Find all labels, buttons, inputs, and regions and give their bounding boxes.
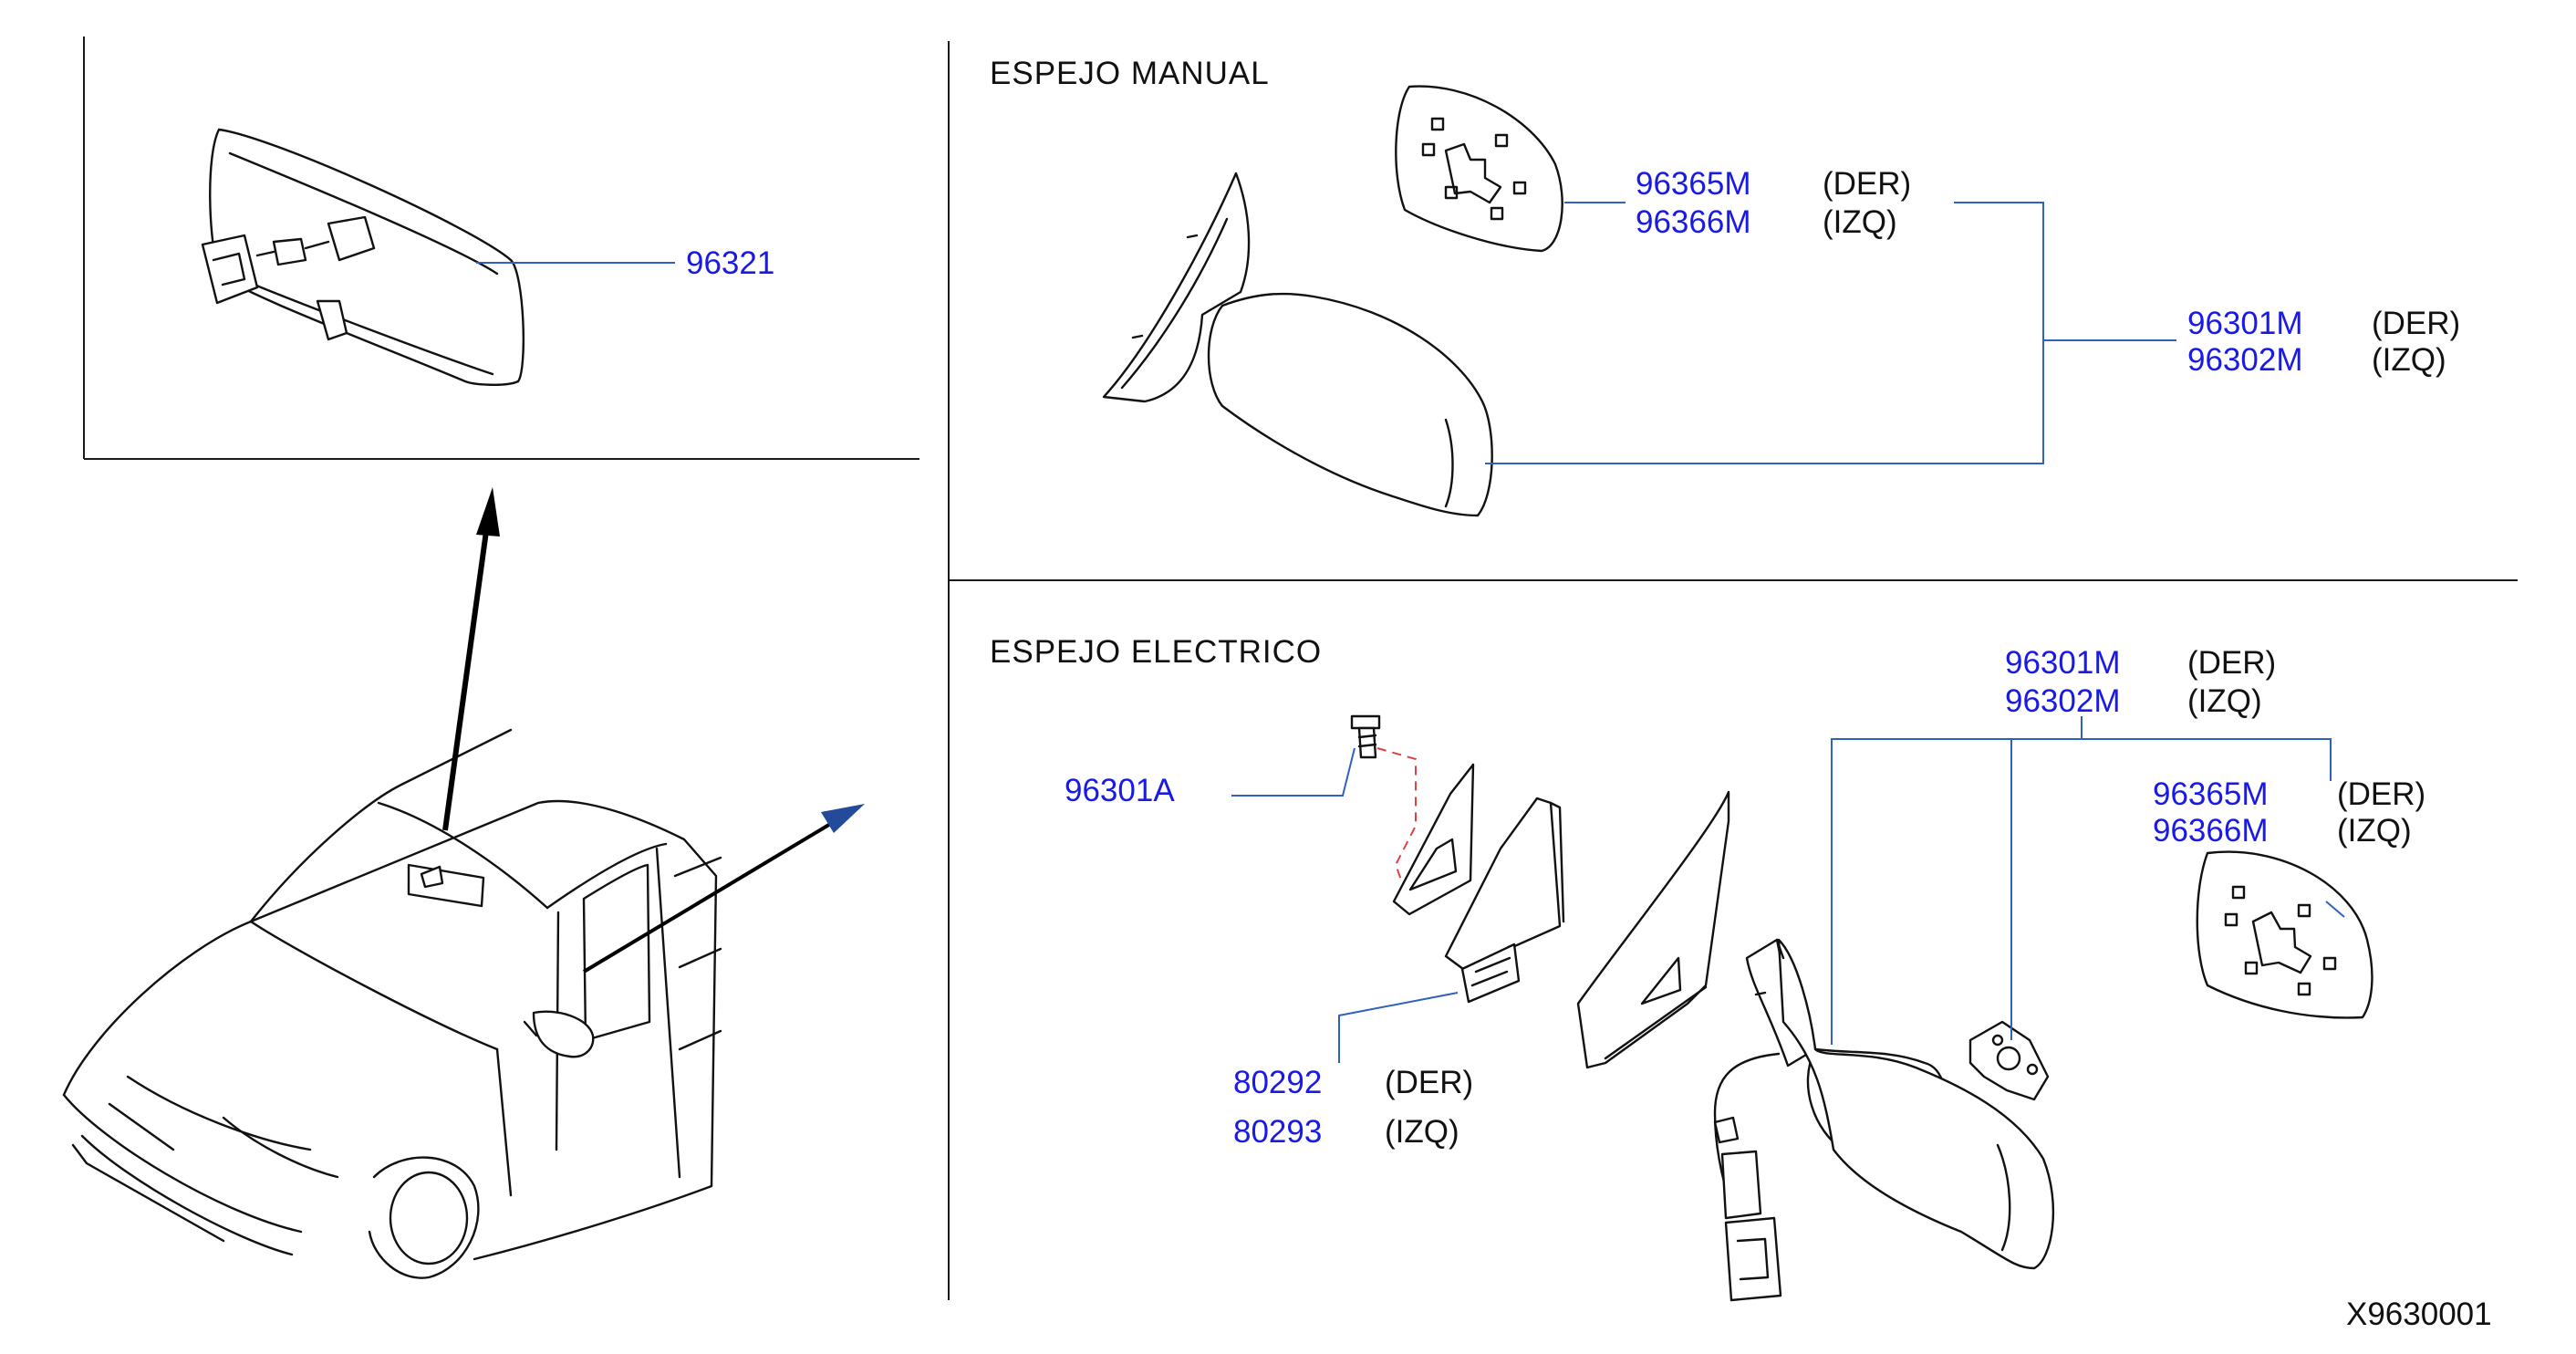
electric-section-title: ESPEJO ELECTRICO (990, 634, 1322, 670)
manual-mirror-izq-side: (IZQ) (2372, 342, 2446, 378)
electric-leaders (1231, 716, 2345, 1063)
inner-mirror-part-number: 96321 (686, 245, 774, 281)
manual-glass-izq-part: 96366M (1636, 204, 1750, 240)
electric-mirror-der-part: 96301M (2005, 645, 2120, 681)
electric-mirror-drawing (1713, 938, 2055, 1302)
manual-mirror-drawing (1102, 172, 1493, 517)
electric-base-drawing (1576, 790, 1730, 1069)
electric-glass-izq-part: 96366M (2153, 813, 2268, 849)
electric-cover-izq-side: (IZQ) (1385, 1114, 1459, 1150)
electric-cover-drawing (1392, 763, 1565, 1004)
car-overview-drawing (62, 728, 722, 1279)
electric-mirror-izq-part: 96302M (2005, 683, 2120, 719)
inner-mirror-drawing (201, 128, 525, 386)
diagram-code: X9630001 (2346, 1297, 2492, 1332)
manual-mirror-der-side: (DER) (2372, 306, 2460, 341)
electric-screw-drawing (1350, 714, 1417, 891)
manual-glass-izq-side: (IZQ) (1823, 204, 1897, 240)
electric-glass-izq-side: (IZQ) (2337, 813, 2412, 849)
electric-glass-der-side: (DER) (2337, 776, 2425, 812)
electric-cover-izq-part: 80293 (1233, 1114, 1322, 1150)
manual-section-title: ESPEJO MANUAL (990, 56, 1270, 91)
electric-cover-der-side: (DER) (1385, 1065, 1473, 1100)
manual-mirror-der-part: 96301M (2187, 306, 2302, 341)
manual-glass-der-side: (DER) (1823, 166, 1911, 202)
electric-glass-drawing (2196, 850, 2373, 1019)
electric-mirror-izq-side: (IZQ) (2187, 683, 2262, 719)
manual-leaders (1485, 202, 2176, 464)
electric-screw-part: 96301A (1065, 773, 1175, 808)
manual-mirror-izq-part: 96302M (2187, 342, 2302, 378)
panel-dividers (83, 36, 2518, 1300)
manual-glass-drawing (1395, 85, 1563, 253)
car-arrows (442, 487, 865, 974)
electric-cover-der-part: 80292 (1233, 1065, 1322, 1100)
electric-glass-der-part: 96365M (2153, 776, 2268, 812)
electric-mirror-der-side: (DER) (2187, 645, 2276, 681)
manual-glass-der-part: 96365M (1636, 166, 1750, 202)
